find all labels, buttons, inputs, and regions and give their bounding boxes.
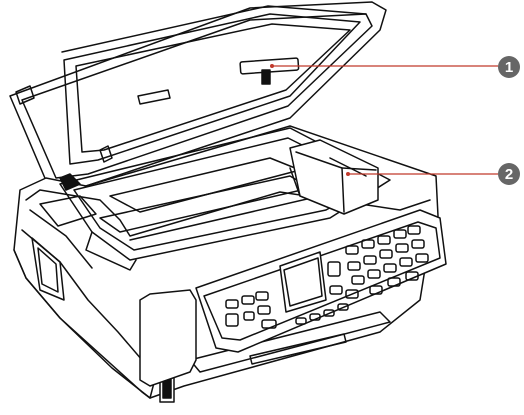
callout-badge-1: 1 [498,56,520,78]
callout-badge-2: 2 [498,163,520,185]
